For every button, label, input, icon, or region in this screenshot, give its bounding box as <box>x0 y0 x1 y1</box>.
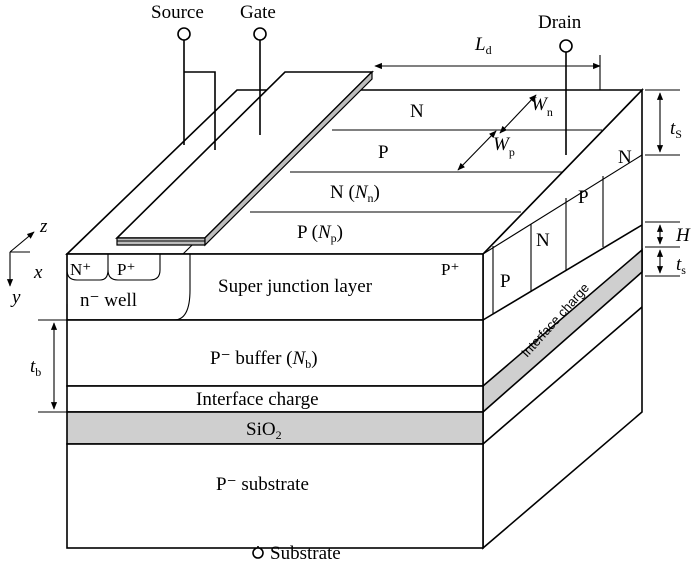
substrate-terminal-label: Substrate <box>270 543 341 562</box>
substrate-label: P⁻ substrate <box>216 474 309 495</box>
ld-label: Ld <box>474 34 492 57</box>
x-axis-label: x <box>33 262 43 283</box>
side-pillar-p2: P <box>500 271 511 292</box>
nwell-label: n⁻ well <box>80 290 137 311</box>
front-oxide-layer <box>66 411 484 445</box>
side-boundary-oxide <box>482 306 643 445</box>
wp-dimension <box>457 130 497 171</box>
side-pillar-top <box>482 154 643 255</box>
strip-label-p1: P <box>378 142 389 163</box>
drain-label: Drain <box>538 12 582 33</box>
nplus-label: N⁺ <box>70 260 91 279</box>
wp-label: Wp <box>493 134 515 159</box>
substrate-terminal[interactable] <box>252 547 264 559</box>
front-sj-layer <box>66 253 484 321</box>
nwell-region <box>66 254 191 321</box>
interface-charge-label: Interface charge <box>196 389 319 410</box>
front-buffer-layer <box>66 319 484 387</box>
strip-label-n2: N (Nn) <box>330 182 380 205</box>
source-label: Source <box>151 2 204 23</box>
ts-top-label: tS <box>670 118 682 141</box>
ts-label: ts <box>676 254 686 277</box>
drain-terminal[interactable] <box>559 39 573 53</box>
side-pillar-n1: N <box>618 147 632 168</box>
terminals: Source Gate Drain Substrate <box>151 2 582 562</box>
source-terminal[interactable] <box>177 27 191 41</box>
gate-label: Gate <box>240 2 276 23</box>
wn-dimension <box>499 94 537 134</box>
sj-layer-label: Super junction layer <box>218 276 373 297</box>
nplus-region <box>66 254 109 281</box>
pplus-right-label: P⁺ <box>441 260 459 279</box>
tb-label: tb <box>30 356 41 379</box>
pplus-left-region <box>107 254 161 281</box>
z-axis-label: z <box>39 216 48 237</box>
dimensions: Ld Wn Wp tS H ts tb <box>30 34 691 413</box>
buffer-label: P⁻ buffer (Nb) <box>210 348 318 371</box>
z-axis <box>9 231 35 253</box>
side-pillar-p1: P <box>578 187 589 208</box>
front-interface-layer <box>66 385 484 413</box>
axes: z x y <box>6 216 48 308</box>
strip-label-p2: P (Np) <box>297 222 343 245</box>
front-face: N⁺ P⁺ P⁺ n⁻ well Super junction layer P⁻… <box>66 253 484 549</box>
gate-stripe <box>115 70 374 247</box>
pplus-left-label: P⁺ <box>117 260 135 279</box>
strip-label-n1: N <box>410 101 424 122</box>
gate-terminal[interactable] <box>253 27 267 41</box>
wn-label: Wn <box>531 94 553 119</box>
oxide-label: SiO2 <box>246 419 282 442</box>
front-substrate-layer <box>66 443 484 549</box>
y-axis-label: y <box>10 287 21 308</box>
side-boundary-sj <box>482 224 643 321</box>
side-pillar-n2: N <box>536 230 550 251</box>
h-label: H <box>675 225 691 246</box>
